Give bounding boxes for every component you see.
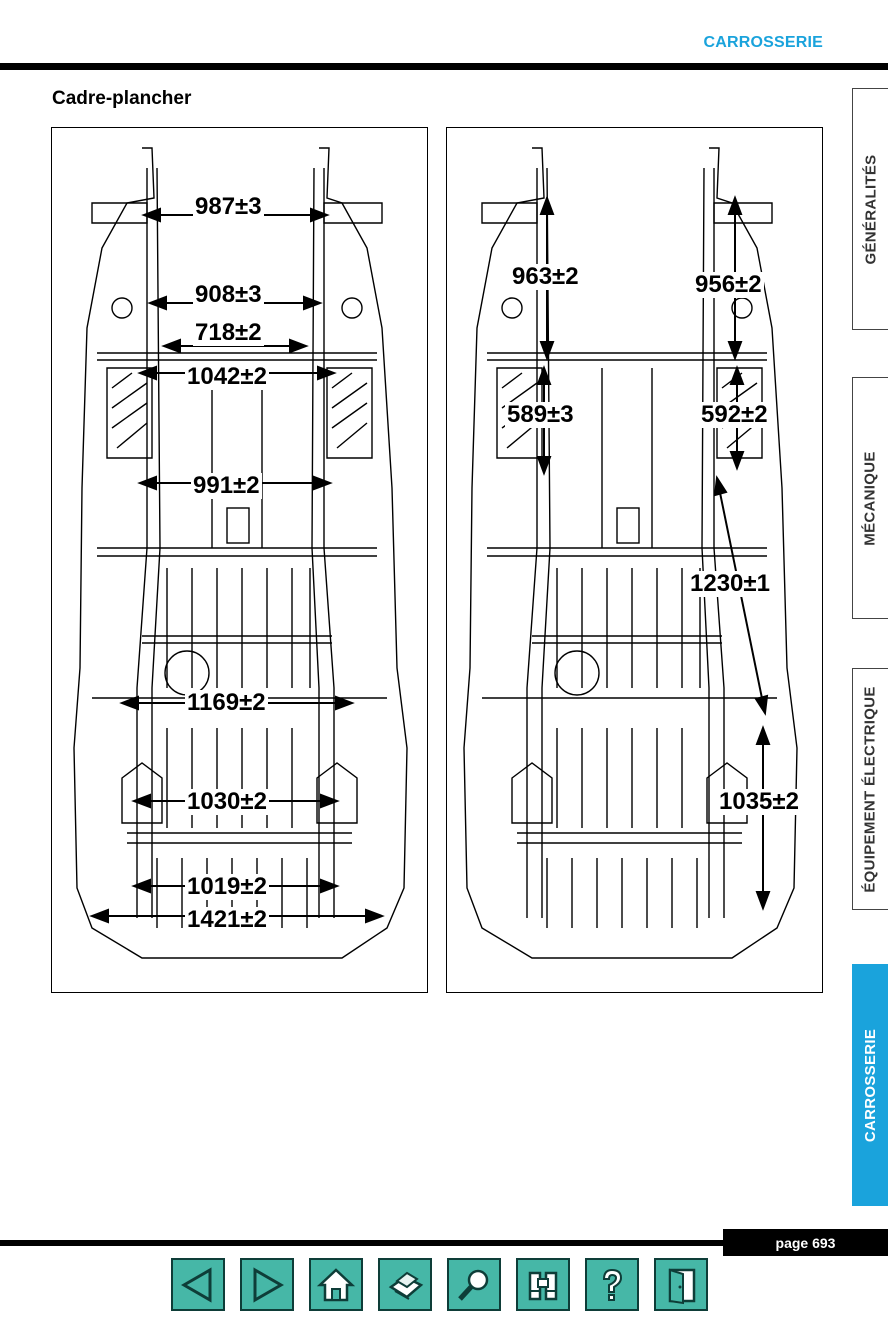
arrow-right-icon	[253, 1266, 285, 1303]
left-floor-drawing	[73, 147, 408, 959]
page-number: page 693	[723, 1229, 888, 1256]
tab-label: CARROSSERIE	[862, 1028, 880, 1142]
dimension-label: 963±2	[510, 263, 581, 290]
dimension-label: 589±3	[505, 401, 576, 428]
dimension-label: 1042±2	[185, 363, 269, 390]
tab-label: ÉQUIPEMENT ÉLECTRIQUE	[862, 685, 880, 893]
help-icon	[602, 1268, 623, 1301]
print-button[interactable]	[378, 1258, 432, 1311]
binoculars-icon	[528, 1271, 558, 1300]
dimension-label: 956±2	[693, 271, 764, 298]
tab-mecanique[interactable]: MÉCANIQUE	[852, 377, 888, 619]
dimension-label: 718±2	[193, 319, 264, 346]
dimension-label: 991±2	[191, 472, 262, 499]
tab-carrosserie[interactable]: CARROSSERIE	[852, 964, 888, 1206]
navigation-bar	[171, 1258, 708, 1311]
exit-button[interactable]	[654, 1258, 708, 1311]
find-button[interactable]	[516, 1258, 570, 1311]
dimension-label: 1030±2	[185, 788, 269, 815]
arrow-left-icon	[180, 1266, 212, 1303]
dimension-label: 1421±2	[185, 906, 269, 933]
home-button[interactable]	[309, 1258, 363, 1311]
tab-label: MÉCANIQUE	[862, 450, 879, 546]
help-button[interactable]	[585, 1258, 639, 1311]
dimension-label: 1230±1	[688, 570, 772, 597]
dimension-label: 592±2	[699, 401, 770, 428]
next-page-button[interactable]	[240, 1258, 294, 1311]
dimension-label: 1019±2	[185, 873, 269, 900]
left-floor-diagram: 987±3 908±3 718±2 1042±2 991±2 1169±2 10…	[51, 127, 428, 993]
dimension-label: 1035±2	[717, 788, 801, 815]
right-floor-drawing	[463, 147, 798, 959]
exit-door-icon	[668, 1268, 696, 1304]
header-section-label: CARROSSERIE	[703, 34, 823, 51]
previous-page-button[interactable]	[171, 1258, 225, 1311]
dimension-label: 908±3	[193, 281, 264, 308]
home-icon	[316, 1267, 356, 1301]
print-icon	[388, 1271, 424, 1300]
dimension-label: 987±3	[193, 193, 264, 220]
tab-generalites[interactable]: GÉNÉRALITÉS	[852, 88, 888, 330]
search-button[interactable]	[447, 1258, 501, 1311]
tab-equipement-electrique[interactable]: ÉQUIPEMENT ÉLECTRIQUE	[852, 668, 888, 910]
footer-rule	[0, 1240, 888, 1246]
tab-label: GÉNÉRALITÉS	[862, 154, 880, 264]
dimension-label: 1169±2	[185, 689, 268, 716]
page-title: Cadre-plancher	[52, 88, 192, 109]
right-floor-diagram: 963±2 956±2 589±3 592±2 1230±1 1035±2	[446, 127, 823, 993]
magnifier-icon	[458, 1269, 489, 1301]
header-rule	[0, 63, 888, 70]
